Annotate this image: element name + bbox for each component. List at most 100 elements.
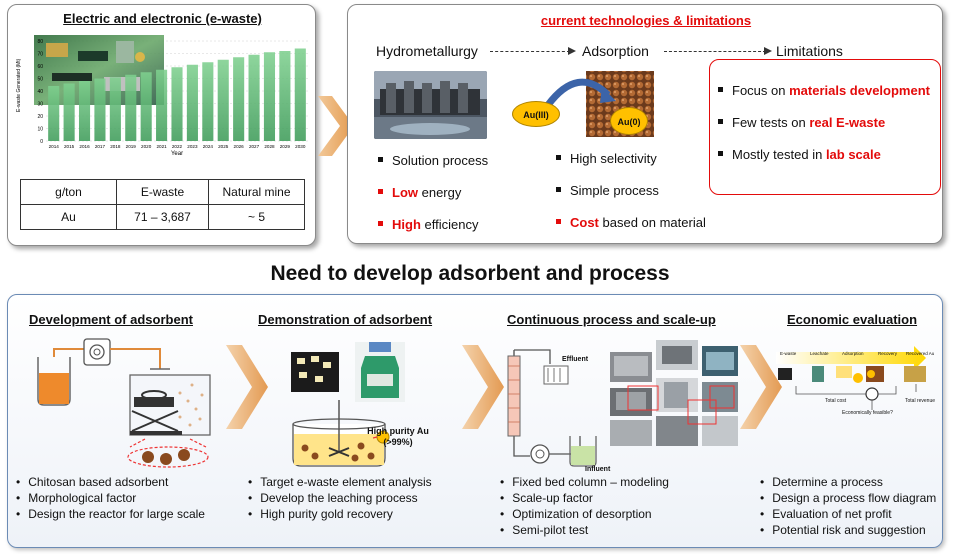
total-cost-label: Total cost	[825, 398, 847, 404]
section-title-economic: Economic evaluation	[787, 312, 918, 327]
bullet-square-icon	[378, 221, 383, 226]
x-tick-label: 2028	[264, 144, 275, 149]
chart-bar	[294, 48, 306, 141]
chart-bar	[186, 64, 198, 141]
bullet-square-icon	[378, 189, 383, 194]
arrow-right-icon	[462, 345, 504, 429]
chart-bar	[171, 67, 183, 141]
y-tick-label: 20	[37, 114, 43, 120]
development-list: Chitosan based adsorbent Morphological f…	[16, 474, 205, 522]
limitations-box	[709, 59, 941, 195]
demonstration-list: Target e-waste element analysis Develop …	[248, 474, 432, 522]
ewaste-panel: Electric and electronic (e-waste) 0	[7, 4, 316, 246]
headline: Need to develop adsorbent and process	[270, 262, 670, 285]
gold-content-table: g/ton E-waste Natural mine Au 71 – 3,687…	[20, 179, 305, 230]
chart-bar	[233, 57, 245, 141]
total-revenue-label: Total revenue	[905, 398, 936, 404]
list-item: Develop the leaching process	[248, 490, 432, 506]
bullet-square-icon	[718, 151, 723, 156]
step-adsorption: Adsorption	[582, 43, 649, 59]
chart-bar	[63, 83, 75, 141]
list-item: Design a process flow diagram	[760, 490, 936, 506]
limitation-item: Focus on materials development	[718, 83, 930, 98]
x-tick-label: 2019	[126, 144, 137, 149]
step-arrow-icon	[664, 51, 766, 52]
arrowhead-icon	[568, 47, 576, 55]
y-tick-label: 70	[37, 52, 43, 58]
list-item: Morphological factor	[16, 490, 205, 506]
list-item: Evaluation of net profit	[760, 506, 936, 522]
purity-label: High purity Au (>99%)	[360, 426, 436, 448]
list-item: High purity gold recovery	[248, 506, 432, 522]
list-item: Fixed bed column – modeling	[500, 474, 669, 490]
list-item: Semi-pilot test	[500, 522, 669, 538]
chart-y-ticks: 0 10 20 30 40 50 60 70 80	[37, 39, 43, 145]
ewaste-title: Electric and electronic (e-waste)	[63, 11, 262, 26]
bullet-square-icon	[718, 119, 723, 124]
x-tick-label: 2022	[172, 144, 183, 149]
bullet-square-icon	[378, 157, 383, 162]
table-cell: 71 – 3,687	[116, 204, 209, 230]
x-tick-label: 2014	[49, 144, 60, 149]
x-tick-label: 2015	[64, 144, 75, 149]
y-tick-label: 10	[37, 127, 43, 133]
y-tick-label: 30	[37, 102, 43, 108]
table-header-cell: g/ton	[20, 179, 117, 205]
reactor-illustration	[37, 338, 211, 468]
au3-badge: Au(III)	[512, 101, 560, 127]
chart-bar	[140, 72, 152, 141]
table-row: Au 71 – 3,687 ~ 5	[20, 204, 305, 230]
y-tick-label: 50	[37, 77, 43, 83]
chart-bar	[217, 59, 229, 141]
chart-y-label: E-waste Generated (Mt)	[16, 58, 22, 112]
x-tick-label: 2025	[218, 144, 229, 149]
table-header-row: g/ton E-waste Natural mine	[20, 179, 305, 205]
step-hydrometallurgy: Hydrometallurgy	[376, 43, 478, 59]
adsorption-bullet: Simple process	[556, 183, 659, 198]
econ-flow-step: Recovery	[878, 351, 898, 356]
chart-bar	[202, 62, 214, 141]
economic-flow-diagram	[776, 346, 926, 410]
list-item: Chitosan based adsorbent	[16, 474, 205, 490]
continuous-list: Fixed bed column – modeling Scale-up fac…	[500, 474, 669, 538]
y-tick-label: 80	[37, 39, 43, 45]
hydro-bullet: Low energy	[378, 185, 461, 200]
econ-flow-step: E-waste	[780, 351, 797, 356]
bullet-square-icon	[556, 155, 561, 160]
y-tick-label: 40	[37, 89, 43, 95]
hydrometallurgy-plant-photo	[374, 71, 487, 139]
y-tick-label: 0	[40, 139, 43, 145]
table-cell: Au	[20, 204, 117, 230]
chart-bar	[48, 86, 60, 141]
economic-list: Determine a process Design a process flo…	[760, 474, 936, 538]
limitation-item: Few tests on real E-waste	[718, 115, 885, 130]
step-limitations: Limitations	[776, 43, 843, 59]
purity-value: (>99%)	[383, 437, 413, 447]
table-header-cell: E-waste	[116, 179, 209, 205]
adsorption-bullet: High selectivity	[556, 151, 657, 166]
arrowhead-icon	[764, 47, 772, 55]
chart-bar	[248, 54, 260, 141]
x-tick-label: 2027	[249, 144, 260, 149]
x-tick-label: 2026	[234, 144, 245, 149]
y-tick-label: 60	[37, 64, 43, 70]
chart-bar	[125, 74, 137, 141]
x-tick-label: 2017	[95, 144, 106, 149]
x-tick-label: 2023	[187, 144, 198, 149]
au0-label: Au(0)	[617, 117, 641, 127]
adsorption-bullet: Cost based on material	[556, 215, 706, 230]
section-title-continuous: Continuous process and scale-up	[507, 312, 716, 327]
feasibility-question: Economically feasible?	[842, 410, 893, 416]
x-tick-label: 2018	[110, 144, 121, 149]
bullet-square-icon	[556, 219, 561, 224]
leaching-illustration	[291, 342, 405, 467]
chart-bar	[78, 81, 91, 141]
step-arrow-icon	[490, 51, 570, 52]
au0-badge: Au(0)	[610, 107, 648, 135]
econ-flow-step: Leachate	[810, 351, 829, 356]
chart-bar	[156, 69, 168, 141]
arrow-right-icon	[318, 96, 354, 156]
hydro-bullet: High efficiency	[378, 217, 478, 232]
chart-x-label: Year	[171, 151, 183, 157]
